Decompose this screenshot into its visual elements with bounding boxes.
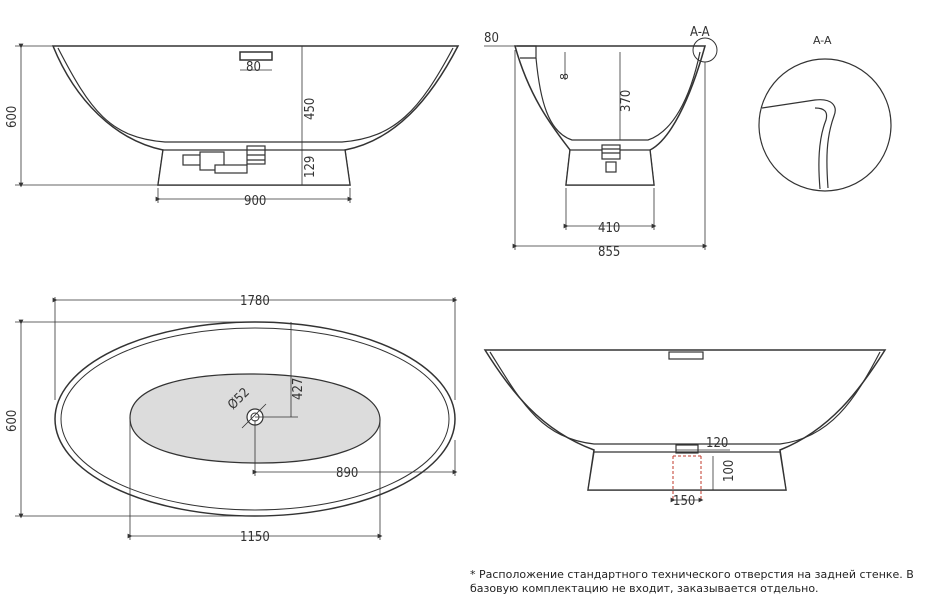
rear-plinth bbox=[587, 451, 787, 491]
front-view bbox=[15, 43, 460, 203]
front-dim-900: 900 bbox=[244, 194, 266, 209]
side-section-label: A-A bbox=[690, 25, 710, 40]
top-dim-890: 890 bbox=[336, 466, 358, 481]
detail-view bbox=[758, 58, 892, 192]
front-dim-129: 129 bbox=[303, 156, 318, 178]
side-view bbox=[484, 37, 718, 250]
top-dim-600: 600 bbox=[5, 410, 20, 432]
detail-rim bbox=[761, 99, 836, 189]
footnote: * Расположение стандартного технического… bbox=[470, 568, 914, 595]
top-dim-1780: 1780 bbox=[240, 294, 270, 309]
front-dim-600: 600 bbox=[5, 106, 20, 128]
front-dim-450: 450 bbox=[303, 98, 318, 120]
detail-label: A-A bbox=[813, 34, 832, 47]
rear-drain bbox=[675, 444, 699, 454]
rear-tech-opening bbox=[672, 455, 702, 500]
rear-dim-100: 100 bbox=[722, 460, 737, 482]
rear-dim-120: 120 bbox=[706, 436, 728, 451]
detail-circle bbox=[758, 58, 892, 192]
rear-dim-150: 150 bbox=[673, 494, 695, 509]
side-bowl-inner bbox=[535, 51, 701, 141]
front-bowl-inner bbox=[57, 47, 454, 143]
side-dim-855: 855 bbox=[598, 245, 620, 260]
side-drain bbox=[601, 144, 621, 173]
rear-bowl-inner bbox=[489, 351, 881, 445]
top-dim-1150: 1150 bbox=[240, 530, 270, 545]
front-dim-80: 80 bbox=[246, 60, 261, 75]
front-drain-assembly bbox=[182, 145, 266, 174]
top-dim-427: 427 bbox=[291, 378, 306, 400]
front-overflow bbox=[239, 51, 273, 61]
rear-overflow bbox=[668, 351, 704, 360]
side-dim-80: 80 bbox=[484, 31, 499, 46]
side-dim-410: 410 bbox=[598, 221, 620, 236]
top-view bbox=[15, 297, 458, 540]
top-inner-rim bbox=[60, 327, 450, 511]
side-dim-8: 8 bbox=[558, 73, 571, 80]
rear-view bbox=[483, 349, 887, 503]
side-dim-370: 370 bbox=[619, 90, 634, 112]
